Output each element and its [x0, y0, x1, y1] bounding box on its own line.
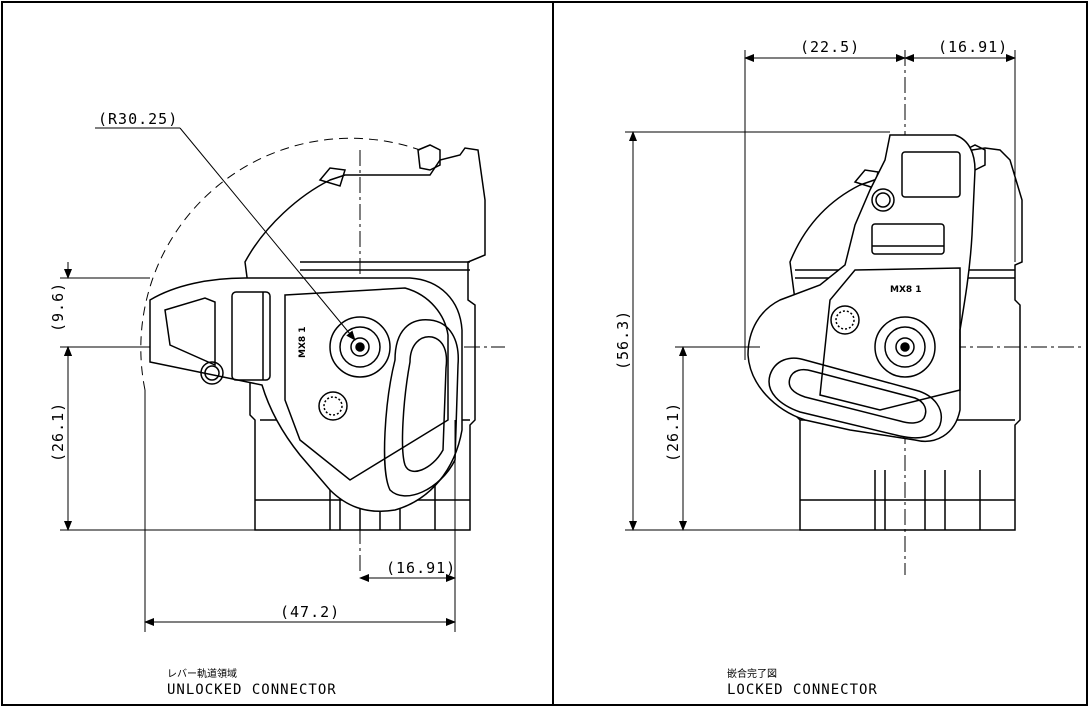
lever-window-top [901, 151, 961, 198]
lever-arm [149, 277, 463, 512]
lever-window-left [164, 297, 216, 367]
left-caption-ja: レバー軌道領域 [167, 667, 237, 680]
lever-plate [284, 287, 449, 481]
lever-handle-loop-locked [768, 357, 942, 439]
lever-handle-loop [383, 319, 459, 497]
date-stamp-mark-locked [830, 305, 860, 335]
housing-latch [417, 144, 441, 171]
left-dimensions [60, 127, 456, 632]
right-dimensions [625, 50, 1016, 531]
dim-height-bottom: (26.1) [49, 402, 67, 462]
lever-boss [200, 361, 224, 385]
dim-radius: (R30.25) [98, 110, 178, 128]
lever-trajectory-arc [140, 137, 421, 391]
right-caption-ja: 嵌合完了図 [727, 667, 777, 680]
locked-connector-view [680, 50, 1085, 575]
dim-width-right-locked: (16.91) [938, 38, 1008, 56]
lever-plate-locked [819, 267, 961, 411]
right-part-mark: MX8 1 [890, 285, 922, 295]
unlocked-connector-view [140, 137, 505, 575]
lever-pivot-ring [329, 316, 391, 378]
right-caption-en: LOCKED CONNECTOR [727, 682, 878, 698]
dim-width-right: (16.91) [386, 559, 456, 577]
lever-arm-locked [747, 134, 976, 442]
left-part-mark: MX8 1 [298, 326, 308, 358]
lever-slot [231, 291, 271, 381]
dim-height-top: (9.6) [49, 282, 67, 332]
lever-boss-locked [871, 188, 895, 212]
date-stamp-mark [318, 391, 348, 421]
dim-width-left: (22.5) [800, 38, 860, 56]
lever-slot-locked [871, 223, 945, 255]
dim-width-total: (47.2) [280, 603, 340, 621]
left-caption-en: UNLOCKED CONNECTOR [167, 682, 337, 698]
housing-rib [318, 167, 346, 187]
dim-height-total: (56.3) [614, 310, 632, 370]
dim-height-bottom-locked: (26.1) [664, 402, 682, 462]
